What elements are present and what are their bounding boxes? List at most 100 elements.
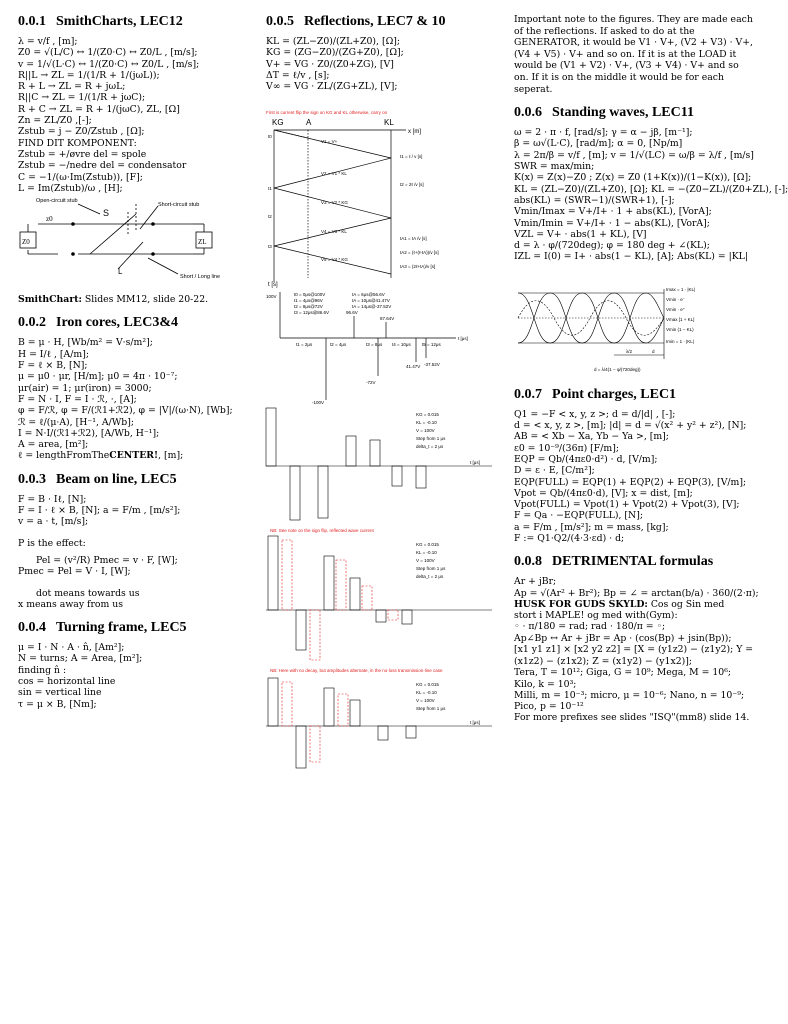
bar2-note-2: V = 100V: [416, 558, 435, 563]
formula-line: ΔT = ℓ/v , [s];: [266, 69, 330, 81]
formula-line: FIND DIT KOMPONENT:: [18, 137, 137, 149]
formula-line: d = < x, y, z >, [m]; |d| = d = √(x² + y…: [514, 420, 747, 432]
t0-label: t0: [268, 134, 272, 139]
formula-line: Ap∠Bp ↔ Ar + jBr = Ap · (cos(Bp) + jsin(…: [514, 632, 732, 644]
bar3-note-2: V = 100V: [416, 698, 435, 703]
formula-line: β = ω√(L·C), [rad/m]; α = 0, [Np/m]: [514, 138, 683, 150]
x-axis-label: x [m]: [408, 129, 421, 135]
bar2-note-0: KG = 0.015: [416, 542, 439, 547]
bar3-note-1: KL = -0.10: [416, 690, 437, 695]
sw-label-1: Imax = 1 · |KL|: [666, 287, 695, 292]
formula-line: Q1 = −F < x, y, z >; d = d/|d| , [-];: [514, 408, 676, 420]
formula-line: AB = < Xb − Xa, Yb − Ya >, [m];: [514, 431, 669, 443]
standing-wave-diagram: Imax = 1 · |KL| Vmin · e⁻ Vmin · e⁺ Vmax…: [514, 280, 754, 377]
formula-line: Pel = (v²/R) Pmec = v · F, [W];: [36, 554, 178, 566]
v2-label: V2 = V1 * KL: [321, 171, 347, 176]
formula-line: finding n̂ :: [18, 664, 67, 676]
formula-line: R + L → ZL = R + jωL;: [18, 81, 126, 93]
reflection-bars-1: KG = 0.015 KL = -0.10 V = 100V Step from…: [265, 406, 498, 527]
d-label: d: [652, 349, 655, 354]
bottom-label-1: -37.52V: [424, 362, 440, 367]
t3-label: t3: [268, 244, 272, 249]
short-circuit-label: Short-circuit stub: [158, 202, 199, 208]
formula-line: a = F/m , [m/s²]; m = mass, [kg];: [514, 521, 669, 533]
formula-line: Z0 = √(L/C) ↔ 1/(Z0·C) ↔ Z0/L , [m/s];: [18, 47, 198, 59]
bottom-label-2: -72V: [366, 380, 376, 385]
formula-line: ◦ · π/180 = rad; rad · 180/π = ◦;: [514, 621, 666, 633]
axis-label-3: t4 = 10μs: [392, 342, 411, 347]
formula-line: Zstub = −/nedre del = condensator: [18, 160, 187, 172]
100v-label: 100V: [266, 294, 277, 299]
formula-line: EQP(FULL) = EQP(1) + EQP(2) + EQP(3), [V…: [514, 476, 747, 488]
legend-left-3: t3 = 12μs@86.6V: [294, 310, 329, 315]
v87-label: 87.64V: [380, 316, 394, 321]
formula-line: Vmin/Imax = V+/I+ · 1 + abs(KL), [VorA];: [514, 206, 712, 218]
beam-formulas: F = B · Iℓ, [N]; F = I · ℓ × B, [N]; a =…: [18, 494, 246, 610]
dot-note: dot means towards us: [36, 587, 140, 599]
formula-line: abs(KL) = (SWR−1)/(SWR+1), [-];: [514, 194, 675, 206]
legend-left-2: t2 = 8μs@72V: [294, 304, 323, 309]
point-charges-formulas: Q1 = −F < x, y, z >; d = d/|d| , [-]; d …: [514, 409, 754, 545]
formula-line: F := Q1·Q2/(4·3·εd) · d;: [514, 532, 625, 544]
axis-label-2: t3 = 8μs: [366, 342, 383, 347]
v1-label: V1 = V+: [321, 139, 338, 144]
pink-note-1: NB: See note on the sign flip, reflected…: [270, 528, 375, 533]
zl-box-label: ZL: [198, 238, 207, 246]
formula-line: F = Qa · −EQP(FULL), [N];: [514, 510, 643, 522]
detrimental-formulas: Ar + jBr; Ap = √(Ar² + Br²); Bp = ∠ = ar…: [514, 576, 759, 723]
formula-line: VZL = V+ · abs(1 + KL), [V]: [514, 228, 647, 240]
formula-line: ℛ = ℓ/(μ·A), [H⁻¹, A/Wb];: [18, 416, 134, 428]
formula-line: v = 1/√(L·C) ↔ 1/(Z0·C) ↔ Z0/L , [m/s];: [18, 58, 200, 70]
t1-label: t1: [268, 186, 272, 191]
sw-label-3: Vmin · e⁺: [666, 307, 686, 312]
d-formula: d = λ/4(1 − φ/(720deg)): [594, 367, 641, 372]
iron-cores-formulas: B = μ · H, [Wb/m² = V·s/m²]; H = I/ℓ , […: [18, 337, 246, 461]
sw-label-4: Vmax [1 + KL]: [666, 317, 694, 322]
formula-line: N = turns; A = Area, [m²];: [18, 653, 143, 665]
bar-axis-label: t [μs]: [470, 460, 480, 465]
open-circuit-label: Open-circuit stub: [36, 198, 78, 204]
reflection-bars-3: NB: Here with no decay, but amplitudes a…: [266, 666, 498, 777]
formula-line: KL = (ZL−Z0)/(ZL+Z0), [Ω]; KL = −(Z0−ZL)…: [514, 183, 788, 195]
formula-line: Zstub = +/øvre del = spole: [18, 148, 147, 160]
formula-line: sin = vertical line: [18, 687, 102, 699]
bar3-note-3: Step from 1 μs: [416, 706, 446, 711]
turning-frame-formulas: μ = I · N · A · n̂, [Am²]; N = turns; A …: [18, 642, 246, 710]
bounce-diagram: First is current flip the sign on KG and…: [266, 108, 498, 289]
v3-label: V3 = V2 * KG: [321, 200, 348, 205]
formula-line: d = λ · φ/(720deg); φ = 180 deg + ∠(KL);: [514, 240, 710, 252]
formula-line: λ = 2π/β = v/f , [m]; v = 1/√(LC) = ω/β …: [514, 149, 754, 161]
kg-label: KG: [272, 118, 284, 127]
bar-note-2: V = 100V: [416, 428, 435, 433]
t1-formula: t1 = ℓ / v [s]: [400, 154, 422, 159]
a-label: A: [306, 118, 312, 127]
smithcharts-formulas: λ = v/f , [m]; Z0 = √(L/C) ↔ 1/(Z0·C) ↔ …: [18, 36, 246, 194]
formula-line: R||L → ZL = 1/(1/R + 1/(jωL));: [18, 69, 160, 81]
bar-note-3: Step from 1 μs: [416, 436, 446, 441]
t-us-label: t [μs]: [458, 336, 468, 341]
formula-line: F = B · Iℓ, [N];: [18, 493, 87, 505]
formula-line: D = ε · E, [C/m²];: [514, 465, 595, 477]
formula-line: μ = μ0 · μr, [H/m]; μ0 = 4π · 10⁻⁷;: [18, 371, 178, 383]
legend-right-1: tA = 10μs@41.47V: [352, 298, 390, 303]
bar2-note-3: Step from 1 μs: [416, 566, 446, 571]
formula-line: IZL = I(0) = I+ · abs(1 − KL), [A]; Abs(…: [514, 251, 748, 263]
formula-line: v = a · t, [m/s];: [18, 516, 89, 528]
formula-line: Pmec = Pel = V · I, [W];: [18, 566, 131, 578]
x-note: x means away from us: [18, 598, 124, 610]
bar-note-1: KL = -0.10: [416, 420, 437, 425]
bar2-note-1: KL = -0.10: [416, 550, 437, 555]
formula-line: H = I/ℓ , [A/m];: [18, 348, 89, 360]
neg-100v-label: -100V: [312, 400, 324, 405]
sw-label-6: Imin = 1 · |KL|: [666, 339, 694, 344]
formula-line: Ar + jBr;: [514, 576, 557, 588]
bottom-label-0: 41.47V: [406, 364, 420, 369]
z0-box-label: Z0: [22, 238, 30, 246]
axis-label-0: t1 = 2μs: [296, 342, 313, 347]
reflections-formulas: KL = (ZL−Z0)/(ZL+Z0), [Ω]; KG = (ZG−Z0)/…: [266, 36, 498, 92]
legend-right-0: tA = 6μs@56.6V: [352, 292, 385, 297]
